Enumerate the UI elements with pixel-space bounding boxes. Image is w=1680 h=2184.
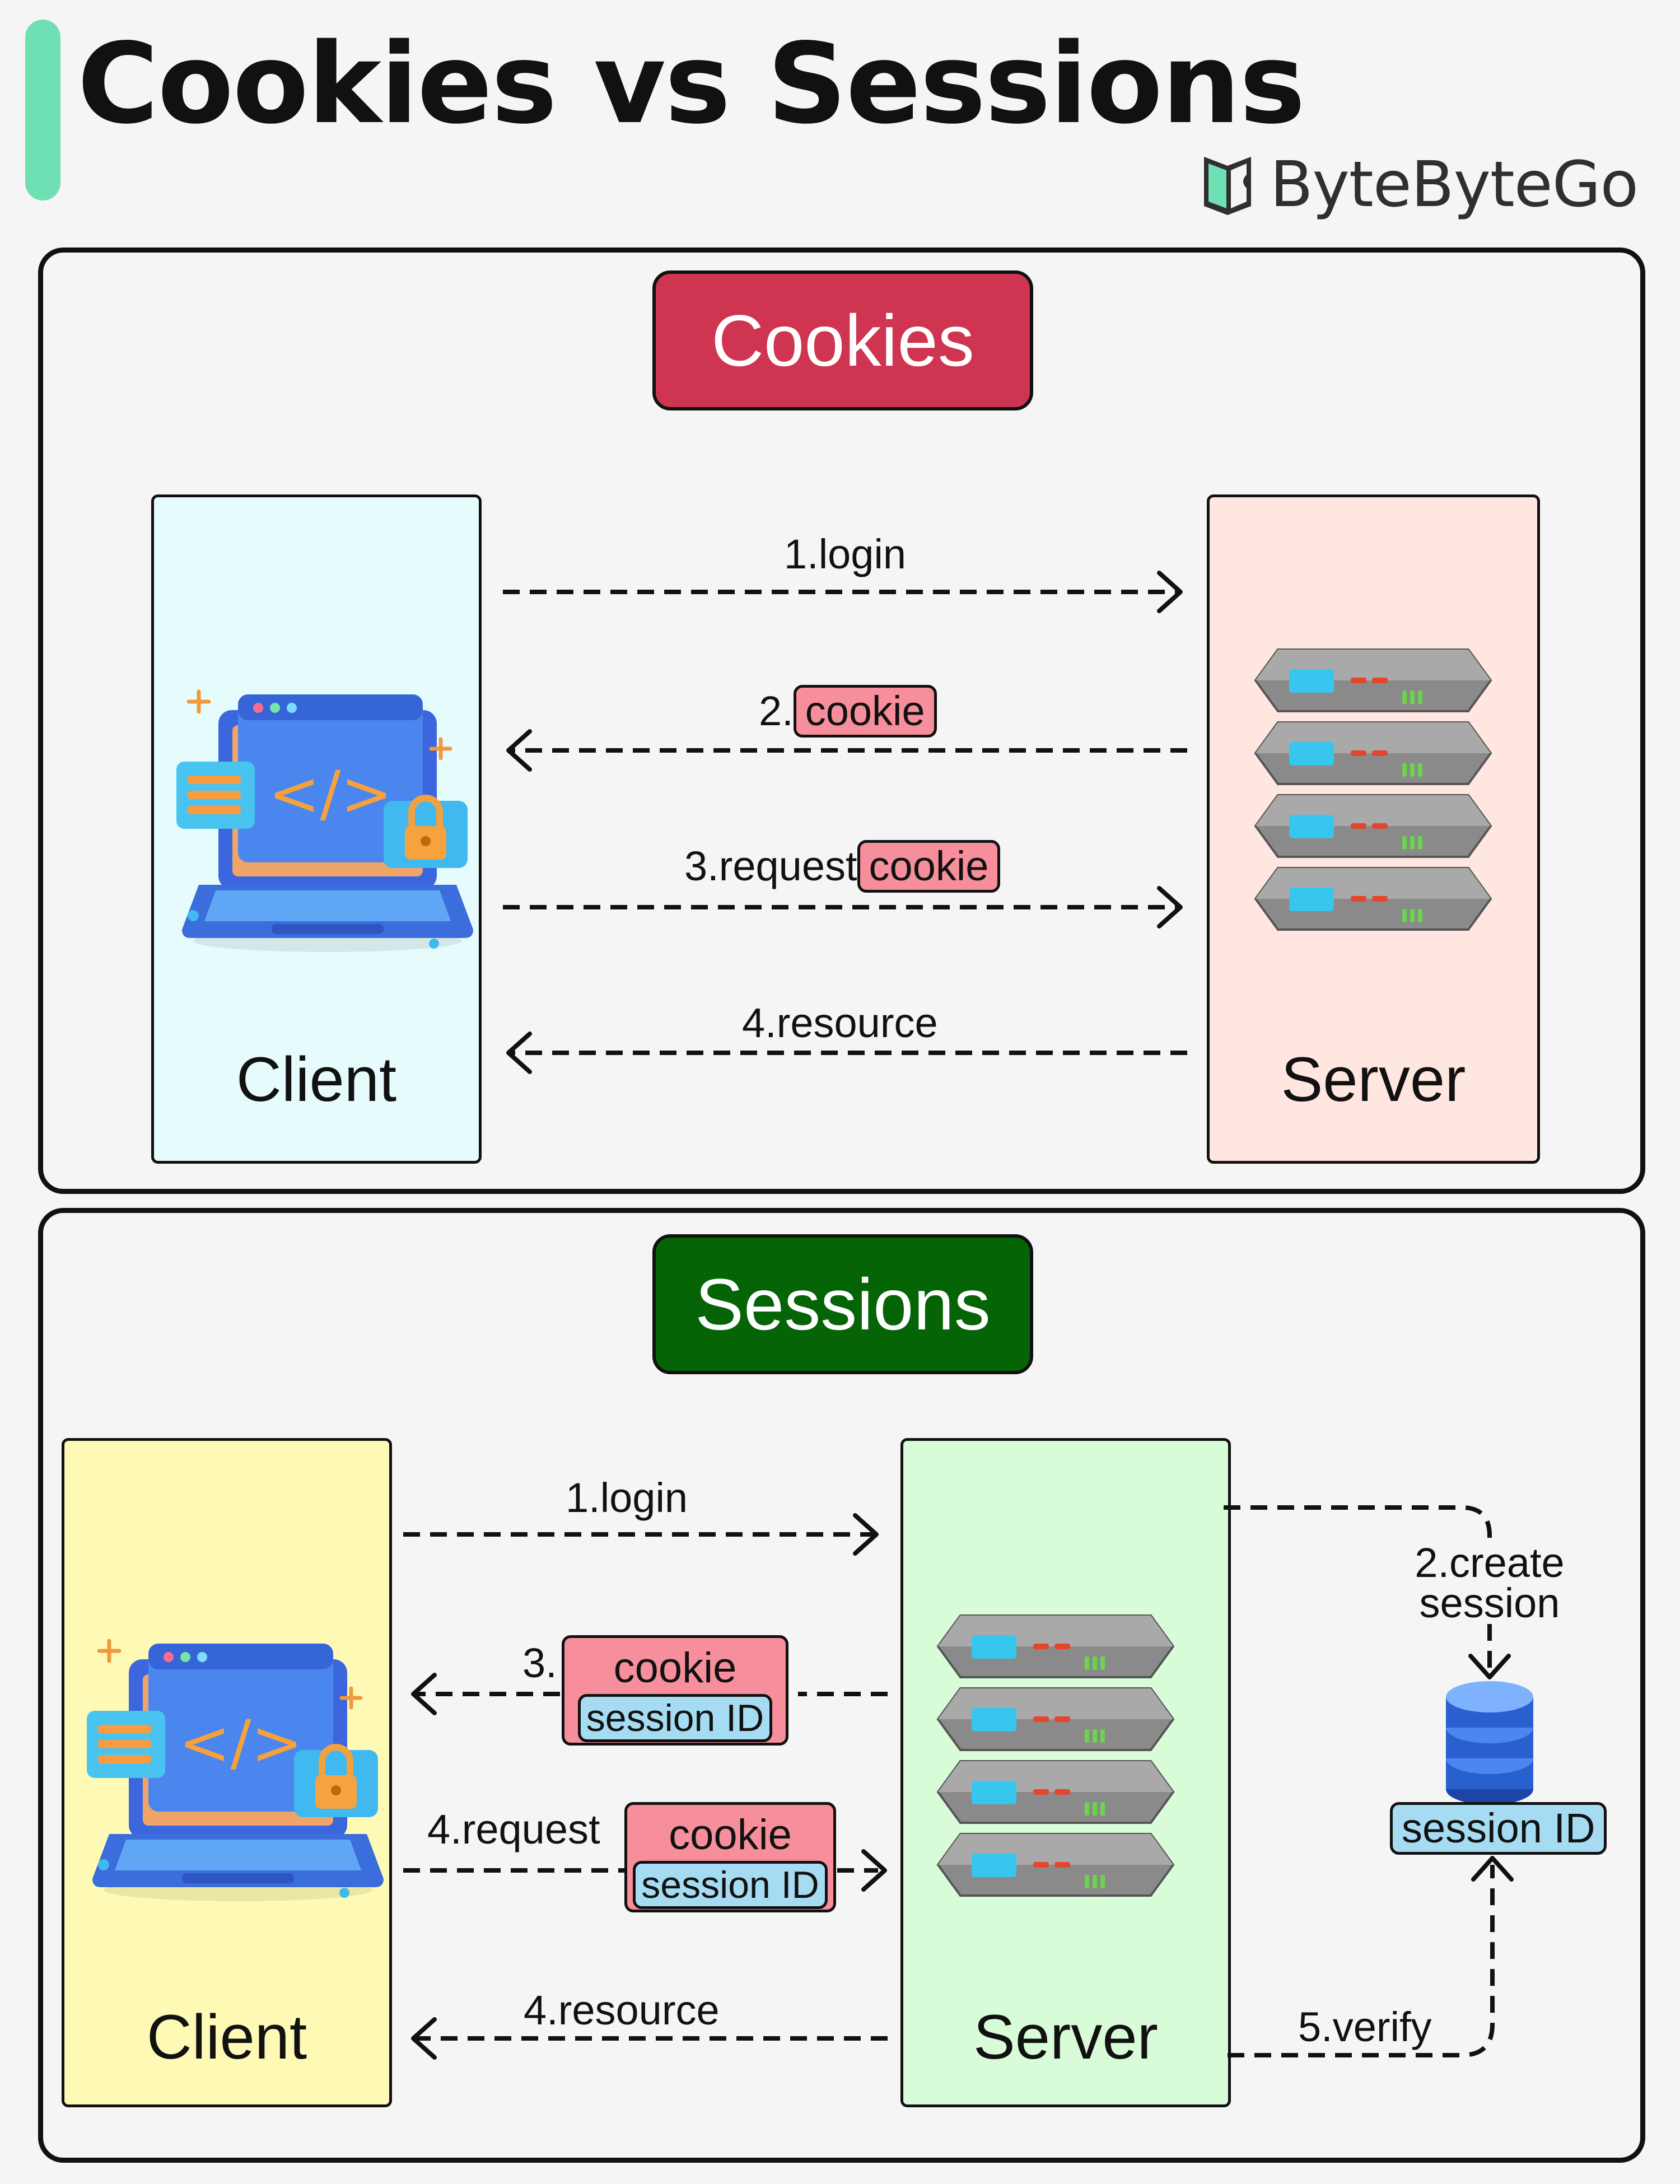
sessions-step-3-number: 3. [522,1640,557,1686]
sessions-step-5-label: 5.verify [1298,2004,1432,2050]
sessions-step-4-text: 4.request [427,1806,600,1852]
sessions-arrow-verify [1228,1865,1495,2057]
sessions-step-1-label: 1.login [566,1474,688,1521]
sessions-client-laptop-icon [87,1641,384,1901]
cookies-client-laptop-icon [176,692,473,952]
accent-bar [25,20,60,200]
sessions-section-title: Sessions [652,1234,1033,1374]
sessions-step-4-tag: cookie session ID [624,1802,836,1912]
sessions-server-rack-icon [938,1616,1173,1896]
sessions-step-3-tag: cookie session ID [562,1635,788,1746]
sessions-server-label: Server [973,2002,1158,2072]
cookies-step-3-text: 3.request [684,843,857,889]
sessions-client-label: Client [146,2002,307,2072]
session-id-tag: session ID [633,1861,828,1909]
bytebytego-logo-icon [1203,157,1251,215]
sessions-arrows [403,1505,1495,2057]
brand: ByteByteGo [1197,143,1639,227]
sessions-step-4-resource-label: 4.resource [524,1987,720,2033]
cookie-tag-label: cookie [669,1811,792,1859]
cookies-server-rack-icon [1256,650,1491,930]
sessions-step-2-line-1: 2.create [1415,1539,1565,1586]
session-store-label: session ID [1390,1802,1607,1855]
cookies-client-label: Client [236,1044,397,1114]
cookies-step-2-number: 2. [759,688,794,734]
session-id-tag: session ID [577,1694,773,1742]
session-id-tag: session ID [1390,1802,1607,1855]
sessions-step-2-label: 2.create session [1389,1539,1590,1626]
brand-name: ByteByteGo [1270,148,1639,221]
cookie-tag: cookie [857,840,1001,893]
sessions-step-2-line-2: session [1419,1580,1560,1626]
cookies-arrows [503,590,1187,1055]
cookies-server-label: Server [1281,1044,1466,1114]
sessions-arrow-create-a [1224,1505,1492,1541]
cookies-step-1-label: 1.login [784,531,907,577]
cookies-step-2-label: 2.cookie [759,685,937,738]
database-icon [1446,1681,1533,1805]
cookies-step-4-label: 4.resource [742,1000,938,1046]
cookie-tag: cookie [793,685,937,738]
page-title: Cookies vs Sessions [77,19,1305,148]
cookies-section-title: Cookies [652,270,1033,410]
cookie-tag-label: cookie [613,1644,737,1692]
